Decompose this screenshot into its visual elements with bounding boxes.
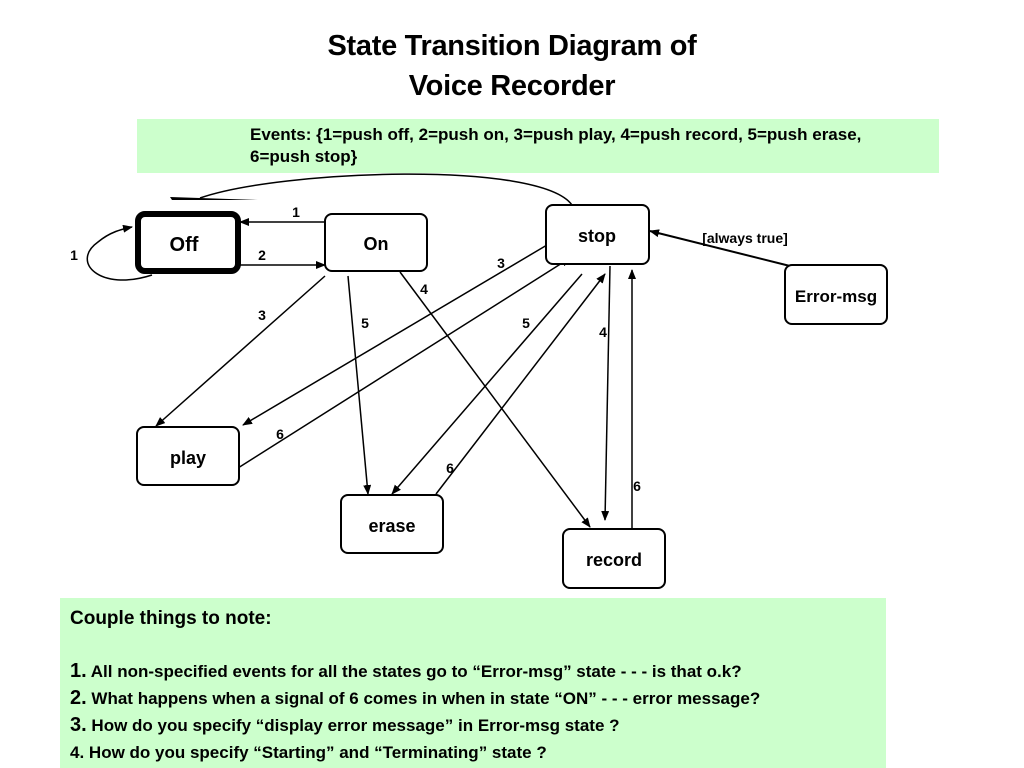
diagram-title: State Transition Diagram of Voice Record… — [0, 26, 1024, 106]
state-play: play — [136, 426, 240, 486]
stop-to-record-arrow — [601, 265, 611, 521]
state-on: On — [324, 213, 428, 272]
state-stop-label: stop — [578, 226, 616, 246]
events-legend: Events: {1=push off, 2=push on, 3=push p… — [137, 119, 939, 173]
stop-to-play-arrow — [242, 244, 548, 426]
note-item-3: 3. How do you specify “display error mes… — [70, 712, 876, 739]
note-text: What happens when a signal of 6 comes in… — [91, 689, 761, 708]
label-record-to-stop: 6 — [633, 478, 641, 494]
stop-to-off-arrowhead — [170, 197, 258, 200]
note-number: 2. — [70, 687, 87, 709]
state-record: record — [562, 528, 666, 589]
label-on-to-play: 3 — [258, 307, 266, 323]
note-item-1: 1. All non-specified events for all the … — [70, 658, 876, 685]
notes-heading: Couple things to note: — [70, 608, 272, 629]
label-off-self: 1 — [70, 247, 78, 263]
state-off: Off — [135, 211, 241, 274]
error-to-stop-arrow — [649, 229, 791, 267]
off-self-loop — [86, 224, 153, 281]
note-item-4: 4. How do you specify “Starting” and “Te… — [70, 739, 876, 766]
label-stop-to-play: 3 — [497, 255, 505, 271]
note-text: How do you specify “Starting” and “Termi… — [88, 743, 547, 762]
label-off-to-on: 2 — [258, 247, 266, 263]
note-number: 3. — [70, 714, 87, 736]
label-erase-to-stop: 6 — [446, 460, 454, 476]
state-off-label: Off — [170, 234, 199, 256]
label-on-to-record: 4 — [420, 281, 428, 297]
state-erase-label: erase — [368, 516, 415, 536]
state-record-label: record — [586, 550, 642, 570]
state-error-msg-label: Error-msg — [795, 287, 877, 306]
state-play-label: play — [170, 448, 206, 468]
note-text: All non-specified events for all the sta… — [90, 662, 742, 681]
title-line-1: State Transition Diagram of — [327, 30, 697, 62]
state-error-msg: Error-msg — [784, 264, 888, 325]
label-on-to-off: 1 — [292, 204, 300, 220]
on-to-play-arrow — [155, 275, 326, 427]
label-on-to-erase: 5 — [361, 315, 369, 331]
notes-box: Couple things to note: 1. All non-specif… — [60, 598, 886, 768]
state-stop: stop — [545, 204, 650, 265]
play-to-stop-arrow — [237, 257, 571, 469]
label-stop-to-erase: 5 — [522, 315, 530, 331]
erase-to-stop-arrow — [435, 273, 606, 495]
note-item-2: 2. What happens when a signal of 6 comes… — [70, 685, 876, 712]
note-number: 1. — [70, 660, 87, 682]
label-error-to-stop: [always true] — [702, 230, 788, 246]
note-number: 4. — [70, 743, 85, 762]
state-erase: erase — [340, 494, 444, 554]
stop-to-erase-arrow — [391, 273, 583, 495]
note-text: How do you specify “display error messag… — [91, 716, 620, 735]
stop-to-off-arc — [199, 173, 573, 206]
on-to-record-arrow — [399, 271, 591, 528]
state-on-label: On — [364, 234, 389, 254]
label-play-to-stop: 6 — [276, 426, 284, 442]
title-line-2: Voice Recorder — [408, 70, 616, 102]
label-stop-to-record: 4 — [599, 324, 607, 340]
on-to-erase-arrow — [347, 275, 372, 495]
